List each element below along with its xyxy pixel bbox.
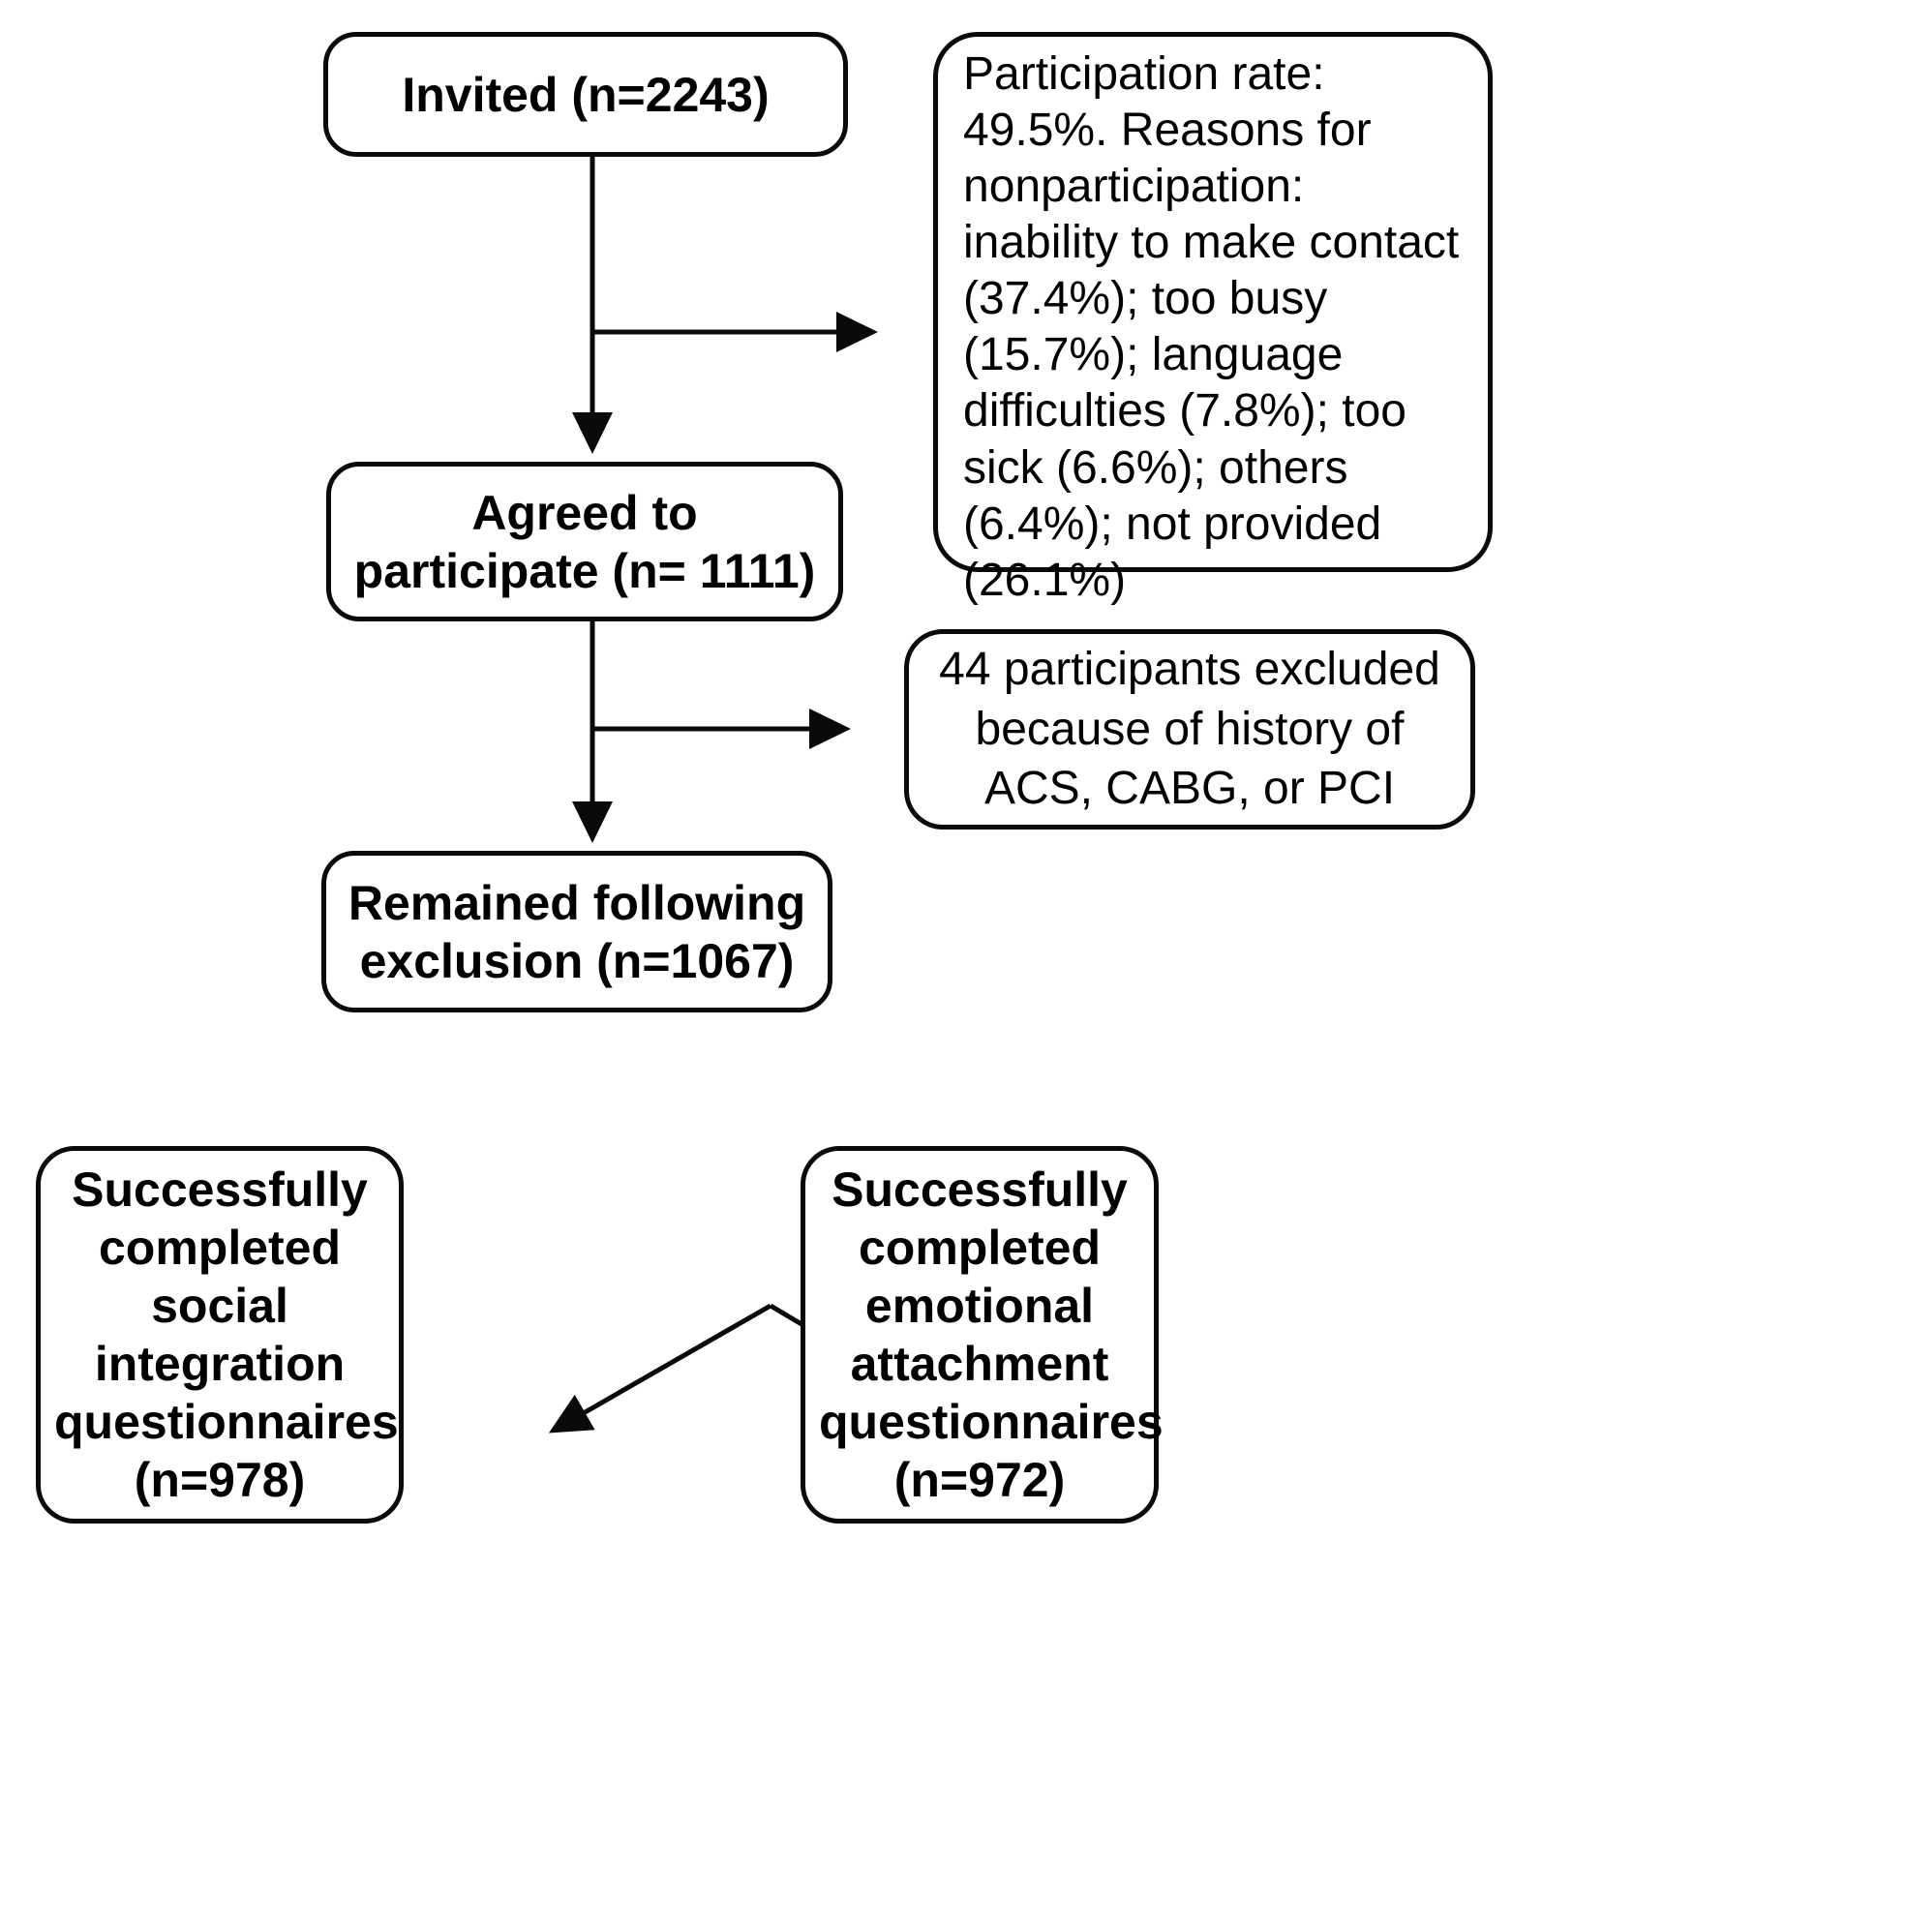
node-remained-following-exclusion-label: Remained following exclusion (n=1067) xyxy=(348,875,806,988)
node-invited-label: Invited (n=2243) xyxy=(402,67,770,122)
node-participants-excluded-label: 44 participants excluded because of hist… xyxy=(939,644,1440,815)
node-social-integration-questionnaires[interactable]: Successfully completed social integratio… xyxy=(36,1146,404,1524)
node-agreed-to-participate-label: Agreed to participate (n= 1111) xyxy=(353,485,816,598)
edge-remained-to-social xyxy=(548,1303,772,1434)
node-invited[interactable]: Invited (n=2243) xyxy=(323,32,848,157)
node-social-integration-questionnaires-label: Successfully completed social integratio… xyxy=(54,1162,399,1507)
node-nonparticipation[interactable]: Participation rate: 49.5%. Reasons for n… xyxy=(933,32,1493,606)
node-agreed-to-participate[interactable]: Agreed to participate (n= 1111) xyxy=(326,462,843,621)
node-emotional-attachment-questionnaires[interactable]: Successfully completed emotional attachm… xyxy=(801,1146,1164,1524)
node-participants-excluded[interactable]: 44 participants excluded because of hist… xyxy=(904,629,1475,830)
node-remained-following-exclusion[interactable]: Remained following exclusion (n=1067) xyxy=(321,851,832,1012)
node-nonparticipation-label: Participation rate: 49.5%. Reasons for n… xyxy=(963,48,1460,606)
node-emotional-attachment-questionnaires-label: Successfully completed emotional attachm… xyxy=(819,1162,1164,1507)
